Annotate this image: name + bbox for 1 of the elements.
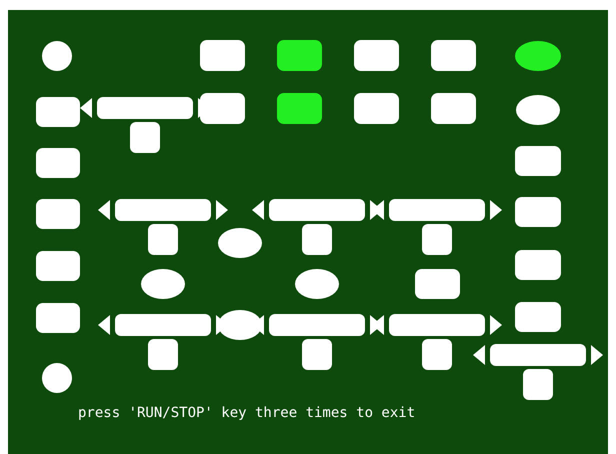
instruction-text: press 'RUN/STOP' key three times to exit (78, 405, 416, 421)
